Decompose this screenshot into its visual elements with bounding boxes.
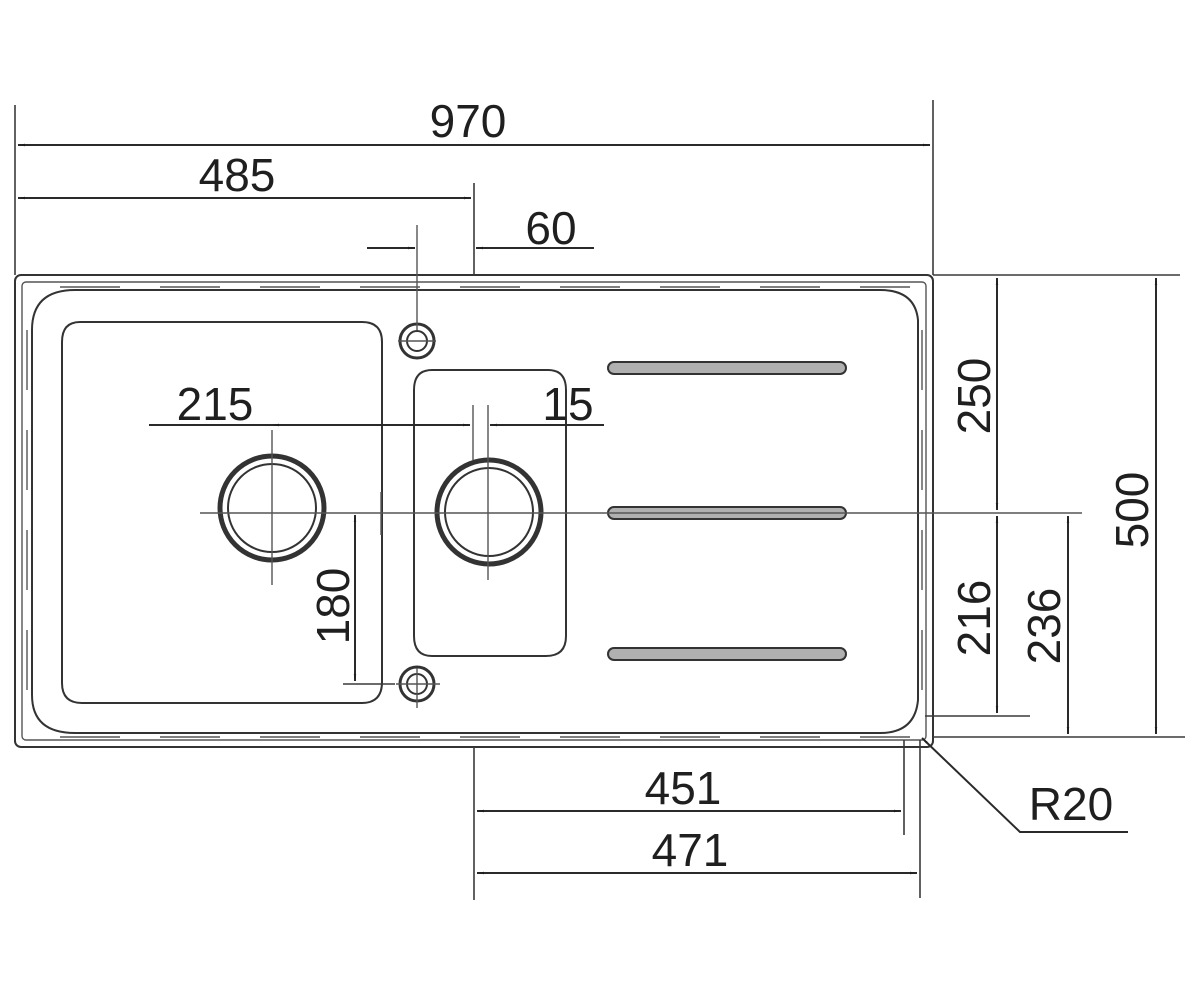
dimension-lines xyxy=(18,143,1158,875)
extension-lines xyxy=(14,100,1185,900)
label-overall-depth: 500 xyxy=(1106,472,1158,549)
sink-rim-line xyxy=(21,281,927,741)
label-tap-offset: 60 xyxy=(525,202,576,254)
drainer-groove-bottom xyxy=(607,647,847,661)
dimension-labels: 970 485 60 215 15 180 250 216 236 500 45… xyxy=(177,95,1158,876)
label-drainer-inner: 451 xyxy=(645,762,722,814)
drainer-groove-top xyxy=(607,361,847,375)
label-corner-radius: R20 xyxy=(1029,778,1113,830)
label-overall-width: 970 xyxy=(430,95,507,147)
large-bowl xyxy=(61,321,383,704)
label-drain-to-bottom: 180 xyxy=(307,568,359,645)
label-depth-bottom-inner: 216 xyxy=(948,580,1000,657)
center-lines xyxy=(200,225,1082,708)
label-bowl-spacing: 215 xyxy=(177,378,254,430)
label-half-width: 485 xyxy=(199,149,276,201)
label-depth-bottom-outer: 236 xyxy=(1018,588,1070,665)
sink-inner-edge xyxy=(31,289,919,734)
drainer-grooves xyxy=(607,361,847,661)
small-drain xyxy=(434,457,544,567)
small-drain-inner xyxy=(444,467,534,557)
small-bowl-edge xyxy=(413,369,567,657)
label-drainer-outer: 471 xyxy=(652,824,729,876)
label-small-offset: 15 xyxy=(542,378,593,430)
leader-r20 xyxy=(921,737,1128,833)
small-bowl xyxy=(413,369,567,657)
label-depth-top: 250 xyxy=(948,358,1000,435)
large-bowl-edge xyxy=(61,321,383,704)
